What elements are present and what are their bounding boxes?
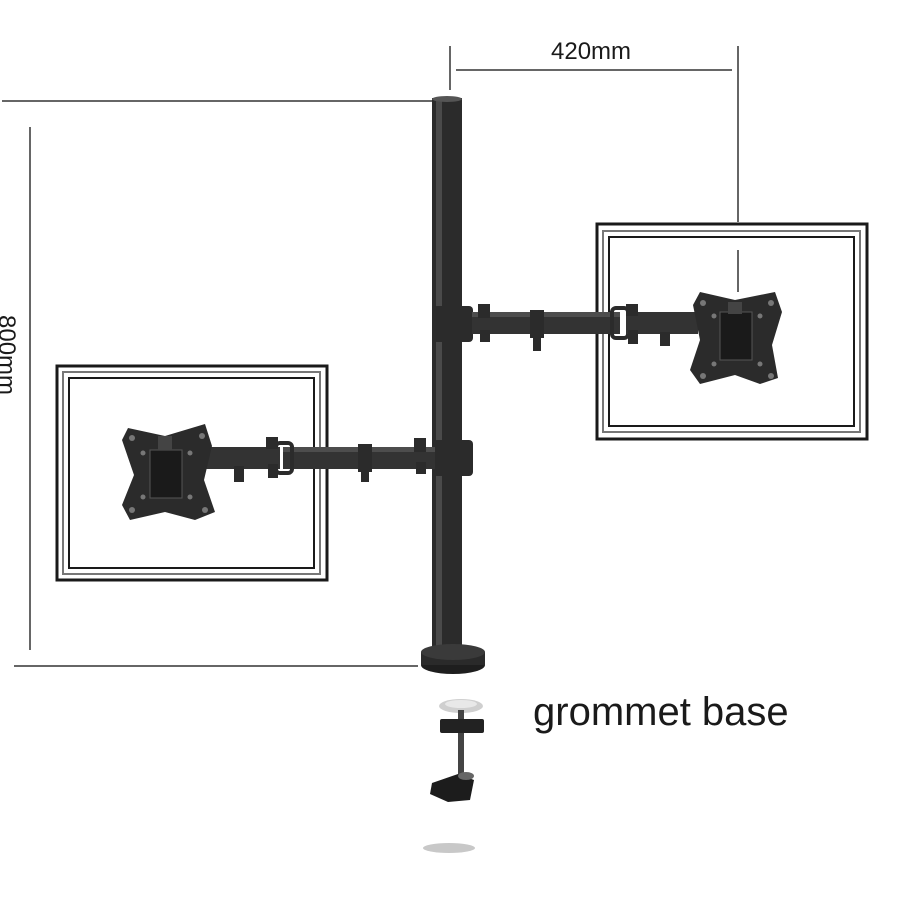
height-dimension-label: 800mm	[0, 315, 20, 396]
grommet-base-parts	[423, 699, 484, 853]
grommet-base-label: grommet base	[533, 690, 789, 734]
left-vesa-plate	[122, 424, 215, 520]
left-monitor-frame	[55, 364, 329, 582]
lower-arm	[206, 437, 473, 482]
lower-arm-collar	[433, 440, 473, 476]
upper-arm-collar	[433, 306, 473, 342]
pole-base-disc	[421, 644, 485, 674]
grommet-bolt	[458, 710, 464, 780]
grommet-shadow	[423, 843, 475, 853]
width-dimension-label: 420mm	[551, 38, 632, 65]
upper-arm	[433, 304, 698, 351]
vertical-pole	[432, 96, 462, 658]
width-dimension	[449, 46, 739, 292]
right-vesa-plate	[690, 292, 782, 384]
grommet-top-washer	[439, 699, 483, 713]
height-dimension	[2, 100, 432, 667]
grommet-plate	[440, 719, 484, 733]
grommet-clamp	[430, 772, 474, 802]
